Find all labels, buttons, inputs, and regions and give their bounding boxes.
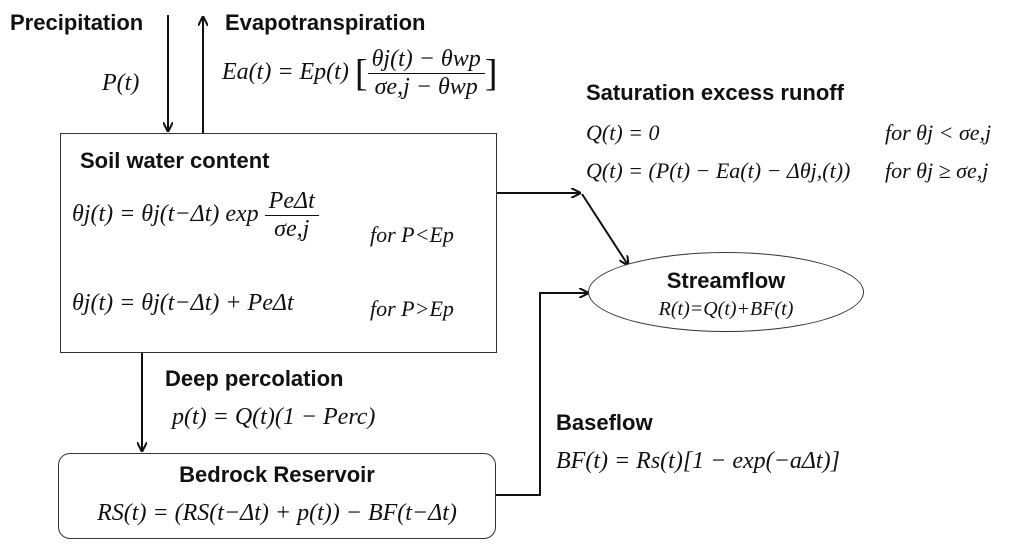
soil-equation-1: θj(t) = θj(t−Δt) exp PeΔt σe,j bbox=[72, 188, 319, 243]
bedrock-reservoir-box bbox=[58, 453, 496, 539]
precipitation-equation: P(t) bbox=[102, 70, 140, 96]
soil1-lhs: θj(t) = θj(t−Δt) exp bbox=[72, 201, 259, 228]
precipitation-label: Precipitation bbox=[10, 10, 144, 35]
soil-equation-2: θj(t) = θj(t−Δt) + PeΔt bbox=[72, 290, 294, 316]
runoff-condition-2: for θj ≥ σe,j bbox=[885, 158, 989, 183]
soil-water-content-label: Soil water content bbox=[80, 148, 270, 173]
runoff-equation-2: Q(t) = (P(t) − Ea(t) − Δθj,(t)) bbox=[586, 158, 851, 183]
runoff-equation-1: Q(t) = 0 bbox=[586, 120, 660, 145]
soil-condition-2: for P>Ep bbox=[370, 296, 454, 321]
evap-denominator: σe,j − θwp bbox=[374, 74, 478, 100]
baseflow-arrow bbox=[496, 293, 588, 496]
evapotranspiration-equation: Ea(t) = Ep(t) [ θj(t) − θwp σe,j − θwp ] bbox=[222, 46, 498, 101]
bedrock-reservoir-label: Bedrock Reservoir bbox=[179, 462, 375, 487]
soil-water-content-box bbox=[60, 133, 497, 353]
streamflow-label: Streamflow bbox=[666, 268, 786, 293]
evap-numerator: θj(t) − θwp bbox=[367, 46, 485, 74]
saturation-excess-runoff-label: Saturation excess runoff bbox=[586, 80, 844, 105]
soil1-numerator: PeΔt bbox=[264, 188, 319, 216]
evap-bracket-close: ] bbox=[484, 52, 498, 95]
evapotranspiration-label: Evapotranspiration bbox=[225, 10, 426, 35]
bedrock-equation: RS(t) = (RS(t−Δt) + p(t)) − BF(t−Δt) bbox=[97, 500, 457, 526]
runoff-to-streamflow-arrow bbox=[581, 193, 628, 265]
baseflow-equation: BF(t) = Rs(t)[1 − exp(−aΔt)] bbox=[556, 448, 840, 474]
soil1-fraction: PeΔt σe,j bbox=[264, 188, 319, 243]
evap-bracket-open: [ bbox=[354, 52, 368, 95]
baseflow-label: Baseflow bbox=[556, 410, 653, 435]
streamflow-ellipse bbox=[588, 252, 864, 332]
soil-condition-1: for P<Ep bbox=[370, 222, 454, 247]
soil1-denominator: σe,j bbox=[274, 216, 310, 242]
percolation-equation: p(t) = Q(t)(1 − Perc) bbox=[172, 404, 376, 430]
evap-lhs: Ea(t) = Ep(t) bbox=[222, 59, 349, 86]
evap-fraction: θj(t) − θwp σe,j − θwp bbox=[367, 46, 485, 101]
streamflow-equation: R(t)=Q(t)+BF(t) bbox=[658, 298, 794, 320]
deep-percolation-label: Deep percolation bbox=[165, 366, 344, 391]
runoff-condition-1: for θj < σe,j bbox=[885, 120, 992, 145]
